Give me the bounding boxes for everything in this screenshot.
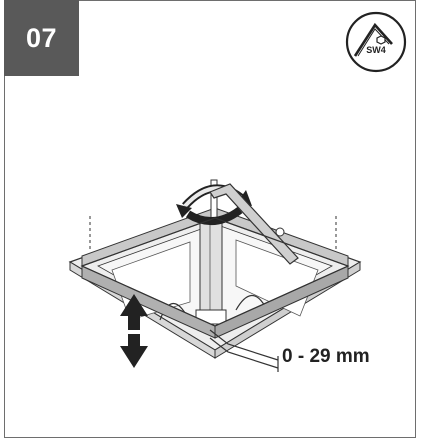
step-number-badge: 07	[4, 0, 79, 76]
frame-adjustment-illustration	[68, 179, 362, 372]
tool-size-label: SW4	[366, 45, 386, 55]
measurement-leader	[209, 329, 279, 361]
height-arrow-up	[120, 294, 148, 330]
allen-key	[209, 183, 299, 265]
tool-circle-graphic	[345, 11, 407, 73]
rotation-arrow-bottom	[185, 206, 243, 225]
center-column	[199, 217, 223, 323]
height-arrow-down	[120, 334, 148, 368]
rotation-arrow-head-left	[176, 204, 192, 218]
adjustment-range-label: 0 - 29 mm	[282, 346, 370, 367]
allen-key-icon: SW4	[344, 10, 408, 74]
